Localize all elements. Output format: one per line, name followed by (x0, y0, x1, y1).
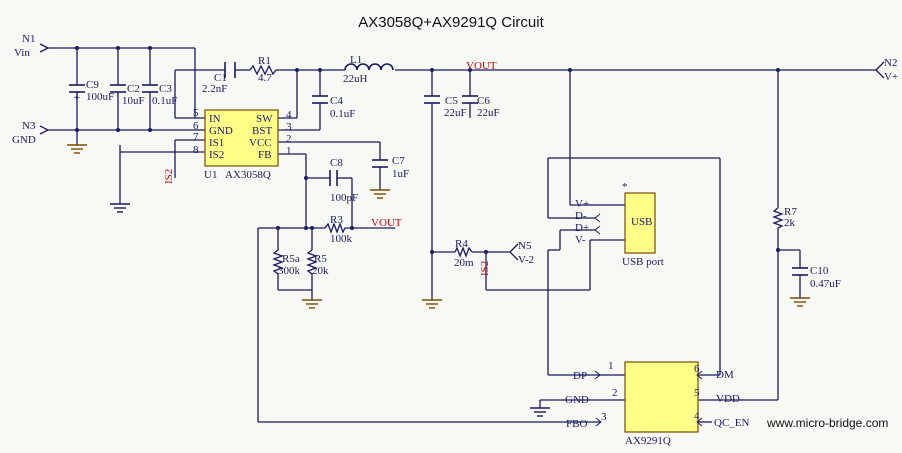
c9-value: 100uF (86, 91, 115, 103)
u2-pin6-num: 6 (694, 363, 700, 375)
usb-label: USB (631, 216, 653, 228)
u2-pin-gnd: GND (565, 394, 589, 406)
c3-ref: C3 (159, 83, 172, 95)
u1-pin-sw: SW (256, 113, 273, 125)
svg-text:+: + (73, 93, 81, 103)
l1-ref: L1 (350, 54, 363, 66)
u1-body (204, 109, 279, 167)
u2-pin-dp: DP (573, 370, 588, 382)
u2-pin-dm: DM (716, 369, 734, 381)
u1-pin-gnd: GND (209, 125, 233, 137)
net-vminus2: V-2 (518, 254, 535, 266)
usb-pin-dplus: D+ (575, 222, 590, 234)
u1-pin-bst: BST (252, 125, 273, 137)
u1-pin-is2: IS2 (209, 149, 225, 161)
c5-value: 22uF (444, 107, 467, 119)
net-vin: Vin (14, 47, 30, 59)
r3-ref: R3 (330, 214, 343, 226)
u1-pin6-num: 6 (193, 120, 199, 132)
c1-ref: C1 (214, 72, 227, 84)
c8-value: 100pF (330, 192, 359, 204)
u1-pin-is1: IS1 (209, 137, 225, 149)
r7-ref: R7 (784, 206, 797, 218)
net-is2-u1: IS2 (163, 168, 175, 184)
c6-value: 22uF (477, 107, 500, 119)
u2-part: AX9291Q (625, 435, 671, 447)
u2-pin1-num: 1 (608, 360, 614, 372)
r1-ref: R1 (258, 55, 271, 67)
c4-value: 0.1uF (330, 108, 356, 120)
c10-value: 0.47uF (810, 278, 841, 290)
u1-pin4-num: 4 (286, 109, 292, 121)
l1-value: 22uH (343, 73, 368, 85)
r5-ref: R5 (314, 253, 327, 265)
r1-value: 4.7 (258, 72, 272, 84)
net-vplus: V+ (884, 71, 899, 83)
u1-pin1-num: 1 (286, 145, 292, 157)
net-vout-main: VOUT (466, 60, 497, 72)
usb-pin-vplus: V+ (575, 198, 590, 210)
net-vout-fb: VOUT (371, 217, 402, 229)
c5-ref: C5 (445, 95, 458, 107)
r3-value: 100k (330, 233, 352, 245)
c2-value: 10uF (122, 95, 145, 107)
u1-pin7-num: 7 (193, 131, 199, 143)
c9-ref: C9 (86, 79, 99, 91)
r5-value: 20k (312, 265, 329, 277)
u2-pin-vdd: VDD (716, 393, 740, 405)
c1-value: 2.2nF (202, 83, 228, 95)
u2-pin5-num: 5 (694, 387, 700, 399)
r4-ref: R4 (455, 238, 468, 250)
c3-value: 0.1uF (152, 95, 178, 107)
r5a-ref: R5a (282, 253, 300, 265)
website-watermark: www.micro-bridge.com (767, 416, 889, 430)
u1-part: AX3058Q (225, 169, 271, 181)
c6-ref: C6 (477, 95, 490, 107)
u1-pin-fb: FB (258, 149, 272, 161)
diagram-title: AX3058Q+AX9291Q Circuit (358, 14, 544, 31)
usb-pin-dminus: D- (575, 210, 587, 222)
u1-pin5-num: 5 (193, 107, 199, 119)
c7-ref: C7 (392, 155, 405, 167)
usb-pin-vminus: V- (575, 234, 586, 246)
u2-body (624, 361, 699, 433)
u2-pin4-num: 4 (694, 410, 700, 422)
net-gnd: GND (12, 134, 36, 146)
u1-pin-vcc: VCC (249, 137, 272, 149)
net-n2: N2 (884, 57, 898, 69)
net-n1: N1 (22, 33, 36, 45)
usb-body (624, 192, 656, 254)
usb-marker: * (622, 181, 628, 193)
c4-ref: C4 (330, 95, 343, 107)
u1-ref: U1 (204, 169, 218, 181)
u1-pin-in: IN (209, 113, 221, 125)
u2-pin3-num: 3 (601, 411, 607, 423)
u2-pin-qcen: QC_EN (714, 417, 750, 429)
u2-pin2-num: 2 (612, 387, 618, 399)
u1-pin8-num: 8 (193, 144, 199, 156)
net-n3: N3 (22, 120, 36, 132)
r4-value: 20m (454, 257, 474, 269)
c7-value: 1uF (392, 168, 410, 180)
u2-pin-fbo: FBO (566, 418, 588, 430)
c8-ref: C8 (330, 157, 343, 169)
c10-ref: C10 (810, 265, 829, 277)
net-n5: N5 (518, 240, 532, 252)
r5a-value: 300k (278, 265, 300, 277)
usb-caption: USB port (622, 256, 664, 268)
r7-value: 2k (784, 217, 795, 229)
u1-pin3-num: 3 (286, 121, 292, 133)
c2-ref: C2 (127, 83, 140, 95)
u1-pin2-num: 2 (286, 133, 292, 145)
net-is2-r4: IS2 (479, 260, 491, 276)
